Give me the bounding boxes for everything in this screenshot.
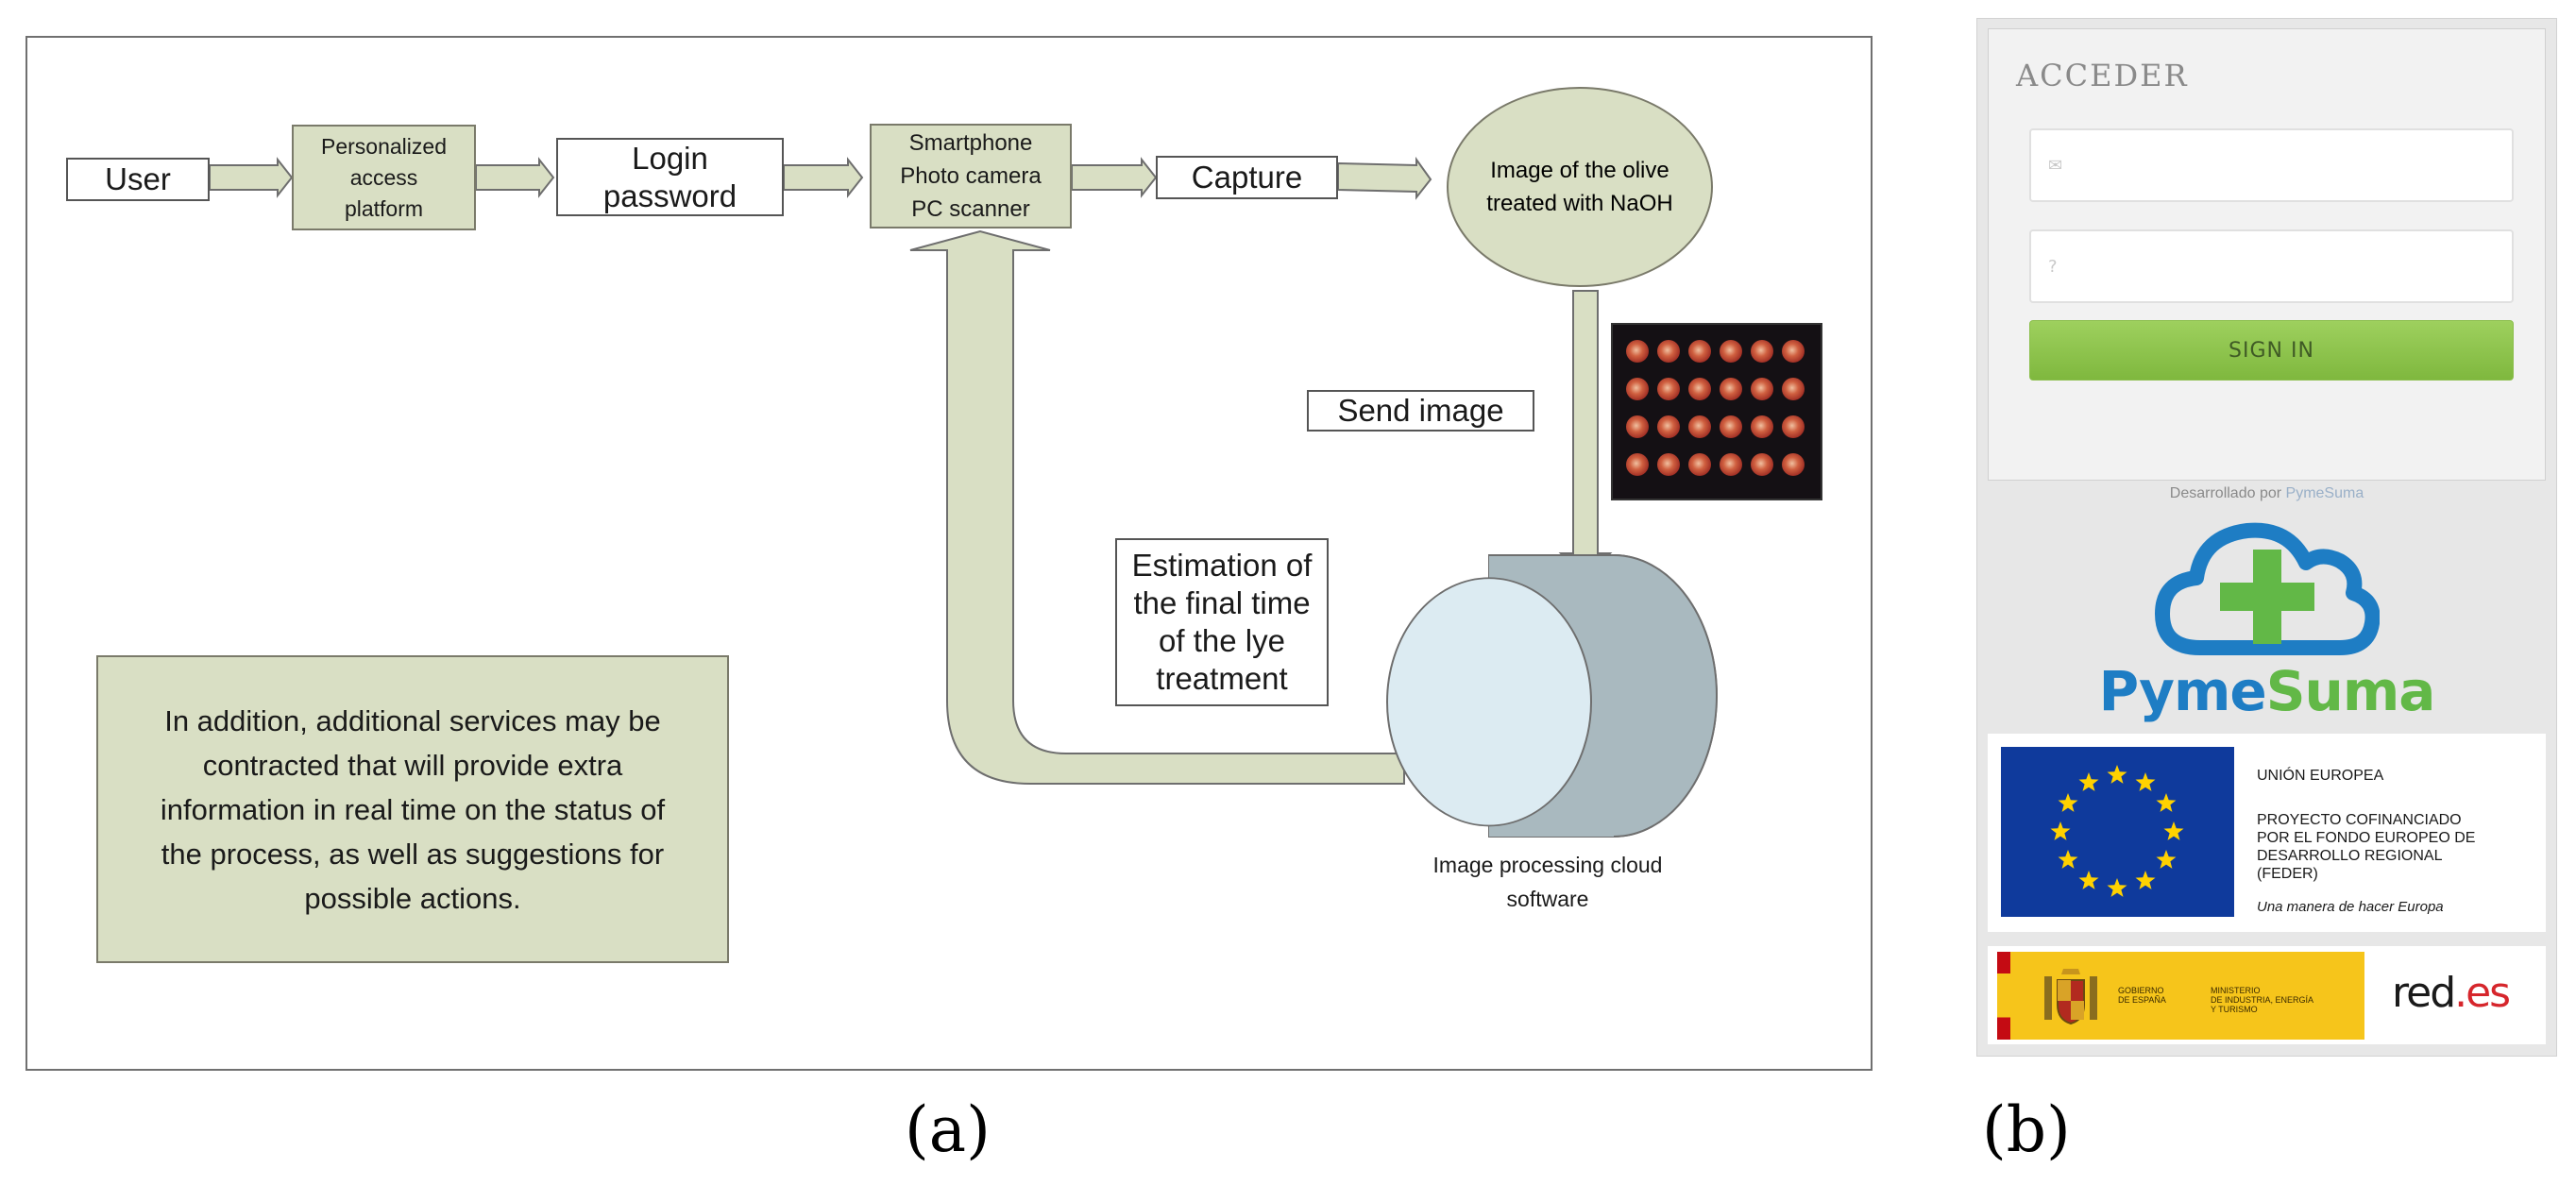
eu-star-icon <box>2135 772 2156 791</box>
login-label: Login password <box>602 140 737 213</box>
eu-star-icon <box>2058 850 2078 869</box>
olive-sample <box>1688 378 1711 400</box>
user-box: User <box>66 158 210 201</box>
gobierno-de-espana-text: GOBIERNO DE ESPAÑA <box>2118 986 2166 1005</box>
rede-part-red: red <box>2392 969 2456 1017</box>
olive-image-label: Image of the olive treated with NaOH <box>1486 158 1673 216</box>
olive-sample <box>1626 378 1649 400</box>
developed-by-link[interactable]: PymeSuma <box>2285 485 2364 501</box>
olive-sample <box>1782 340 1805 363</box>
olive-sample <box>1688 415 1711 438</box>
eu-star-icon <box>2156 850 2177 869</box>
send-image-label: Send image <box>1337 393 1504 428</box>
olive-sample <box>1626 415 1649 438</box>
olive-sample <box>1782 378 1805 400</box>
cloud-database-cylinder <box>1386 554 1718 838</box>
rede-part-es: .es <box>2454 969 2511 1017</box>
signin-button[interactable]: SIGN IN <box>2029 320 2514 381</box>
brand-part-pyme: Pyme <box>2098 659 2267 723</box>
arrow-login-to-devices <box>783 157 864 198</box>
arrow-olive-to-cloud <box>1558 290 1613 580</box>
eu-flag-icon <box>2001 747 2234 917</box>
coat-of-arms-icon <box>2044 969 2097 1025</box>
eu-star-icon <box>2163 821 2184 840</box>
devices-label: Smartphone Photo camera PC scanner <box>900 130 1042 222</box>
eu-motto-text: Una manera de hacer Europa <box>2257 899 2444 915</box>
eu-star-icon <box>2078 871 2099 889</box>
olive-sample <box>1626 340 1649 363</box>
arrow-devices-to-capture <box>1071 157 1158 198</box>
pymesuma-cloud-icon <box>2155 522 2380 655</box>
pymesuma-wordmark: PymeSuma <box>1977 659 2556 723</box>
eu-star-icon <box>2107 878 2127 897</box>
olive-sample <box>1751 340 1773 363</box>
send-image-box: Send image <box>1307 390 1534 432</box>
cloud-software-label: Image processing cloud software <box>1432 853 1663 911</box>
olive-sample <box>1751 415 1773 438</box>
arrow-capture-to-olive <box>1337 156 1432 200</box>
estimation-label: Estimation of the final time of the lye … <box>1131 548 1313 696</box>
olive-sample <box>1720 453 1742 476</box>
developed-by-credit: Desarrollado por PymeSuma <box>1977 485 2556 502</box>
arrow-user-to-platform <box>209 157 294 198</box>
red-es-logo: red.es <box>2392 969 2511 1017</box>
user-label: User <box>105 161 171 196</box>
olive-sample <box>1657 415 1680 438</box>
olive-sample <box>1720 340 1742 363</box>
olive-sample <box>1688 453 1711 476</box>
olive-sample <box>1782 453 1805 476</box>
estimation-box: Estimation of the final time of the lye … <box>1115 538 1329 706</box>
olive-sample <box>1626 453 1649 476</box>
login-box: Login password <box>556 138 784 216</box>
eu-star-icon <box>2050 821 2071 840</box>
eu-star-icon <box>2107 765 2127 784</box>
eu-project-text: PROYECTO COFINANCIADO POR EL FONDO EUROP… <box>2257 812 2476 882</box>
ministerio-text: MINISTERIO DE INDUSTRIA, ENERGÍA Y TURIS… <box>2211 986 2314 1014</box>
brand-part-suma: Suma <box>2265 659 2436 723</box>
olive-sample <box>1657 340 1680 363</box>
capture-box: Capture <box>1156 156 1338 199</box>
olive-sample <box>1751 378 1773 400</box>
eu-funding-block: UNIÓN EUROPEA PROYECTO COFINANCIADO POR … <box>1988 734 2546 932</box>
login-card: ACCEDER SIGN IN <box>1988 28 2546 481</box>
olive-image-node: Image of the olive treated with NaOH <box>1447 87 1713 287</box>
eu-union-text: UNIÓN EUROPEA <box>2257 768 2384 784</box>
arrow-cloud-return <box>909 229 1405 785</box>
eu-star-icon <box>2156 793 2177 812</box>
olive-sample <box>1657 453 1680 476</box>
panel-label-a: (a) <box>905 1093 991 1166</box>
eu-star-icon <box>2078 772 2099 791</box>
capture-label: Capture <box>1191 160 1303 195</box>
olive-sample <box>1751 453 1773 476</box>
login-title: ACCEDER <box>2016 58 2189 93</box>
login-screen-panel-b: ACCEDER SIGN IN Desarrollado por PymeSum… <box>1976 18 2557 1057</box>
panel-label-b: (b) <box>1982 1093 2071 1166</box>
olive-sample <box>1720 415 1742 438</box>
username-field[interactable] <box>2029 128 2514 202</box>
olive-sample <box>1720 378 1742 400</box>
diagram-panel-a: User Personalized access platform Login … <box>25 36 1873 1071</box>
eu-star-icon <box>2058 793 2078 812</box>
olive-sample <box>1782 415 1805 438</box>
government-logos-block: GOBIERNO DE ESPAÑA MINISTERIO DE INDUSTR… <box>1988 946 2546 1044</box>
eu-star-icon <box>2135 871 2156 889</box>
access-platform-box: Personalized access platform <box>292 125 476 230</box>
additional-services-box: In addition, additional services may be … <box>96 655 729 963</box>
spain-flag-icon <box>1997 952 2010 1040</box>
developed-by-prefix: Desarrollado por <box>2169 485 2286 501</box>
olive-samples-photo <box>1611 323 1822 500</box>
spain-ministry-banner: GOBIERNO DE ESPAÑA MINISTERIO DE INDUSTR… <box>1997 952 2364 1040</box>
devices-box: Smartphone Photo camera PC scanner <box>870 124 1072 229</box>
arrow-platform-to-login <box>475 157 555 198</box>
password-field[interactable] <box>2029 229 2514 303</box>
access-platform-label: Personalized access platform <box>321 133 447 221</box>
olive-sample <box>1657 378 1680 400</box>
olive-sample <box>1688 340 1711 363</box>
additional-services-text: In addition, additional services may be … <box>160 703 666 915</box>
flow-connectors <box>209 156 1718 838</box>
